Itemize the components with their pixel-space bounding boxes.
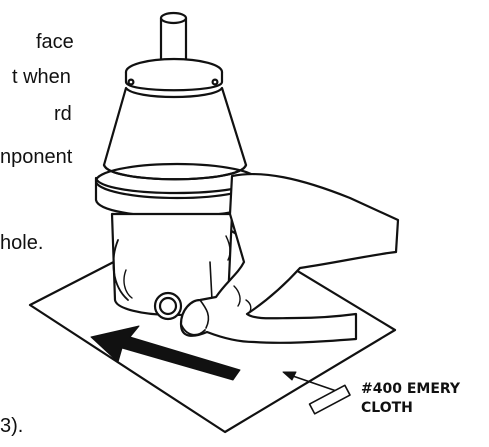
body-text-line-4: nponent bbox=[0, 146, 73, 168]
hand-outline bbox=[179, 172, 400, 344]
body-text-line-1: face bbox=[36, 31, 74, 53]
tool-taper-cone bbox=[102, 86, 248, 181]
direction-arrow-icon bbox=[90, 325, 241, 381]
body-text-line-6: 3). bbox=[0, 415, 24, 437]
callout-label-line-2: CLOTH bbox=[361, 400, 413, 416]
body-text-line-5: hole. bbox=[0, 232, 44, 254]
callout-label-line-1: #400 EMERY bbox=[361, 381, 461, 397]
callout-leader-arrowhead bbox=[282, 371, 297, 381]
cloth-tag bbox=[308, 384, 351, 415]
body-text-line-3: rd bbox=[54, 103, 72, 125]
body-text-line-2: t when bbox=[12, 66, 71, 88]
